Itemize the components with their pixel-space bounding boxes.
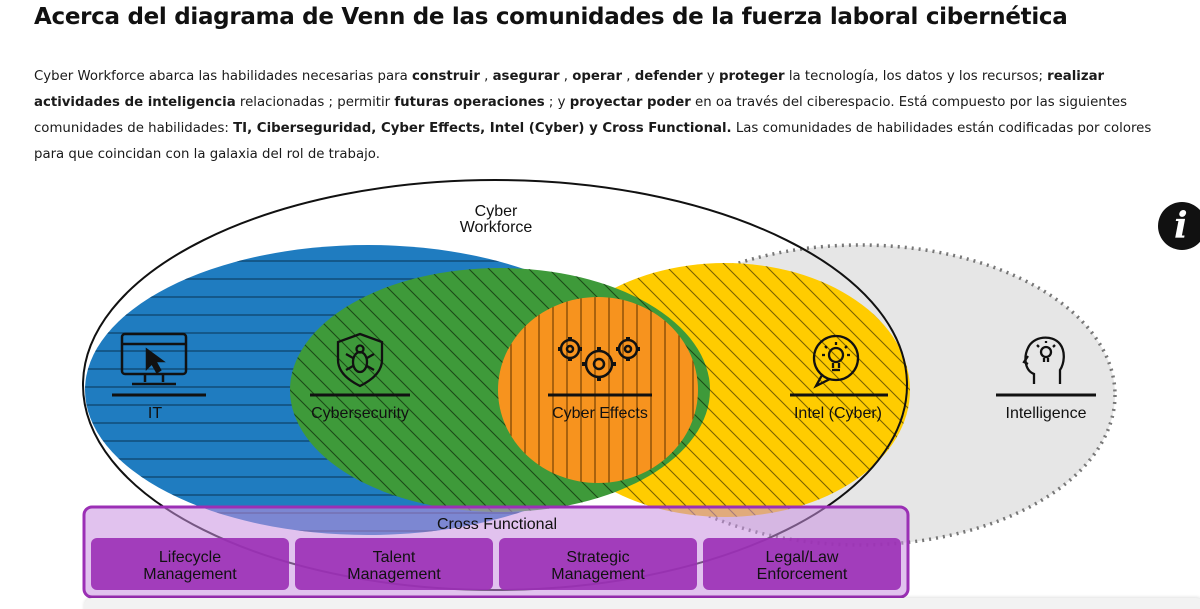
cf-cell-label-line1: Strategic (566, 549, 629, 566)
intro-bold-text: operar (572, 69, 623, 84)
cyber-effects-hatch (498, 297, 698, 483)
intro-paragraph: Cyber Workforce abarca las habilidades n… (34, 64, 1174, 168)
intro-bold-text: proyectar poder (569, 95, 691, 110)
cf-cell-label-line1: Talent (373, 549, 416, 566)
intelligence-label: Intelligence (1006, 405, 1087, 422)
cross-functional-band (82, 505, 910, 599)
cf-cell-label-line1: Legal/Law (766, 549, 839, 566)
intro-text: Las comunidades de habilidades están cod… (34, 121, 1152, 162)
workforce-label-line2: Workforce (460, 219, 533, 236)
lightbulb-speech-icon (812, 334, 860, 389)
intro-text: Cyber Workforce abarca las habilidades n… (34, 69, 412, 84)
head-lightbulb-icon (1022, 336, 1065, 384)
cf-cell-lifecycle[interactable]: Lifecycle Management (91, 538, 289, 590)
it-label: IT (148, 405, 162, 422)
cf-cell-label-line1: Lifecycle (159, 549, 221, 566)
cybersecurity-label: Cybersecurity (311, 405, 409, 422)
intel-cyber-label: Intel (Cyber) (794, 405, 882, 422)
cf-cell-label-line2: Management (551, 566, 645, 583)
info-icon[interactable]: i (1158, 202, 1200, 250)
intro-text: , (559, 69, 573, 84)
cf-cell-label-line2: Enforcement (757, 566, 848, 583)
cf-cell-strategic[interactable]: Strategic Management (499, 538, 697, 590)
intro-bold-text: defender (634, 69, 703, 84)
page-title: Acerca del diagrama de Venn de las comun… (34, 4, 1068, 30)
cf-cell-talent[interactable]: Talent Management (295, 538, 493, 590)
intro-text: la tecnología, los datos y los recursos; (784, 69, 1048, 84)
intro-text: , (622, 69, 635, 84)
intro-bold-text: proteger (718, 69, 785, 84)
cross-functional-title: Cross Functional (437, 516, 557, 533)
intro-text: y (702, 69, 719, 84)
intro-text: relacionadas ; permitir (235, 95, 395, 110)
shield-bug-icon (336, 332, 384, 388)
intro-bold-text: construir (411, 69, 480, 84)
intro-bold-text: realizar actividades de inteligencia (34, 69, 1105, 110)
cyber-effects-label: Cyber Effects (552, 405, 648, 422)
intro-bold-text: asegurar (492, 69, 560, 84)
cf-cell-label-line2: Management (143, 566, 237, 583)
intro-text: en oa través del ciberespacio. Está comp… (34, 95, 1128, 136)
workforce-label-line1: Cyber (475, 203, 518, 220)
intro-bold-text: futuras operaciones (394, 95, 545, 110)
intro-bold-text: TI, Ciberseguridad, Cyber Effects, Intel… (233, 121, 732, 136)
bottom-toolbar (84, 598, 1200, 609)
monitor-cursor-icon (120, 332, 188, 386)
intro-text: , (479, 69, 493, 84)
gears-icon (558, 337, 640, 381)
intro-text: ; y (544, 95, 570, 110)
cf-cell-label-line2: Management (347, 566, 441, 583)
cf-cell-legal[interactable]: Legal/Law Enforcement (703, 538, 901, 590)
